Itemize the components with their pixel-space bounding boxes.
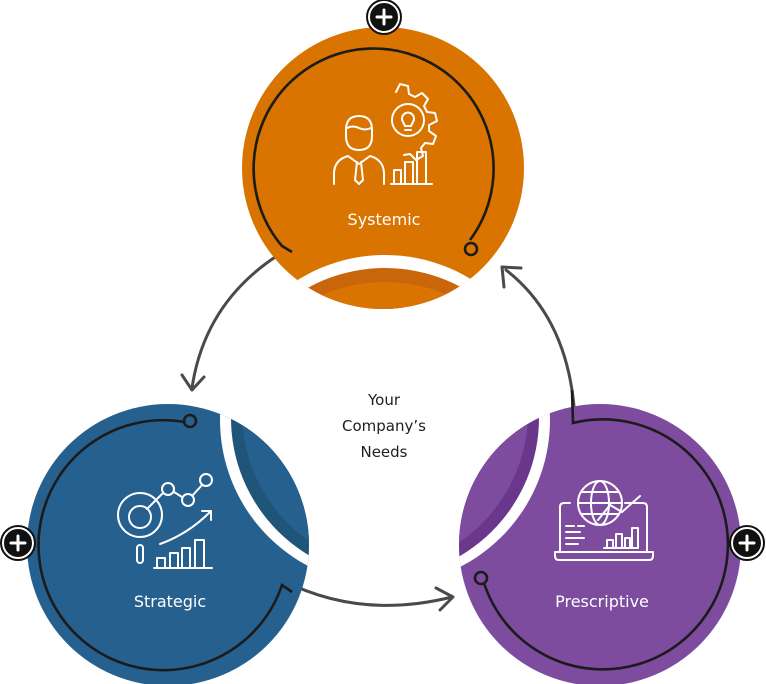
magnifier-growth-chart-icon: [117, 473, 213, 569]
node-prescriptive[interactable]: Prescriptive: [212, 254, 741, 684]
systemic-track: [252, 47, 495, 254]
prescriptive-track-end: [473, 570, 489, 586]
strategic-expand-button[interactable]: [0, 525, 36, 561]
center-text-line-3: Needs: [360, 443, 407, 461]
strategic-label: Strategic: [134, 592, 206, 611]
systemic-track-end: [463, 241, 479, 257]
arrow-strategic-to-prescriptive: [280, 578, 455, 612]
prescriptive-track: [482, 389, 730, 671]
laptop-globe-chart-icon: [554, 480, 654, 561]
person-gear-lightbulb-chart-icon: [333, 83, 438, 185]
prescriptive-inner-arc: [459, 404, 550, 585]
systemic-expand-button[interactable]: [366, 0, 402, 35]
arrow-systemic-to-strategic: [180, 250, 285, 392]
prescriptive-expand-button[interactable]: [729, 525, 765, 561]
center-text: Your Company’s Needs: [342, 391, 426, 461]
systemic-label: Systemic: [348, 210, 421, 229]
node-strategic[interactable]: Strategic: [27, 254, 558, 684]
arrow-prescriptive-to-systemic: [500, 265, 577, 422]
node-systemic[interactable]: Systemic: [220, 27, 550, 598]
center-text-line-1: Your: [367, 391, 401, 409]
strategic-track: [37, 418, 293, 672]
prescriptive-label: Prescriptive: [555, 592, 649, 611]
center-text-line-2: Company’s: [342, 417, 426, 435]
strategic-track-end: [182, 413, 198, 429]
